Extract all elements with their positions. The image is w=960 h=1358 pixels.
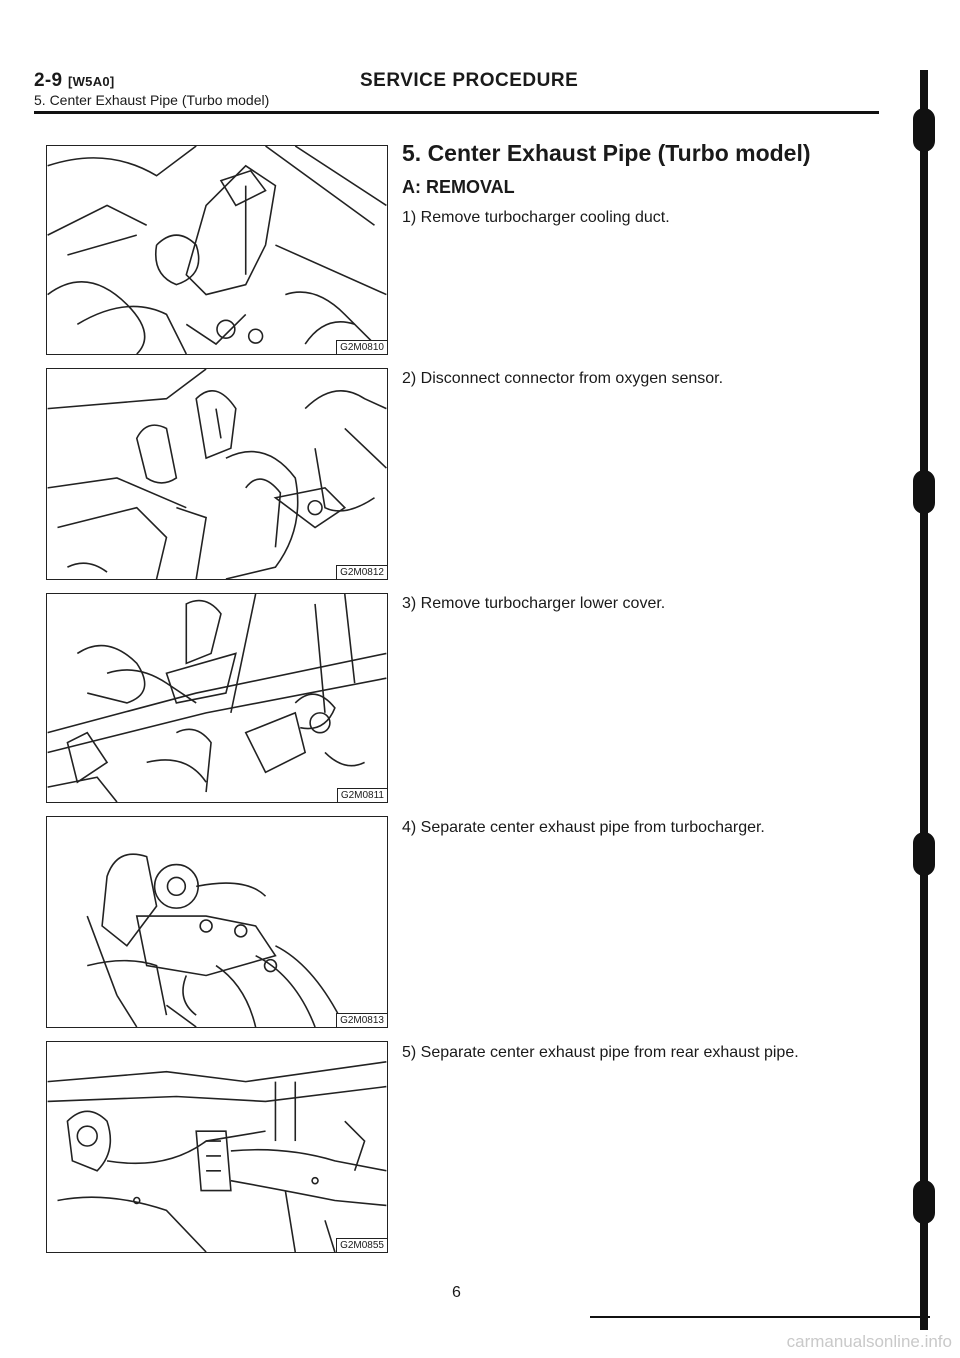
step-5: 5) Separate center exhaust pipe from rea… [402, 1044, 799, 1061]
footer-divider [590, 1316, 930, 1318]
figure-code: G2M0811 [336, 788, 387, 802]
watermark-text: carmanualsonline.info [786, 1332, 952, 1351]
figure-oxygen-sensor: G2M0812 [46, 368, 388, 580]
figure-turbocharger-joint: G2M0813 [46, 816, 388, 1028]
section-title: 5. Center Exhaust Pipe (Turbo model) [402, 140, 811, 166]
illustration-cooling-duct [47, 146, 387, 354]
step-4: 4) Separate center exhaust pipe from tur… [402, 819, 765, 836]
page-code: 2-9 [W5A0] [34, 70, 115, 91]
illustration-oxygen-sensor [47, 369, 387, 579]
section-code: [W5A0] [67, 74, 115, 89]
illustration-turbocharger-joint [86, 853, 346, 1027]
binding-hole [913, 1180, 935, 1224]
figure-lower-cover: G2M0811 [46, 593, 388, 803]
illustration-lower-cover [47, 594, 387, 802]
figure-code: G2M0812 [336, 565, 387, 579]
figure-code: G2M0855 [336, 1238, 387, 1252]
binding-hole [913, 832, 935, 876]
figure-rear-exhaust-joint: G2M0855 [46, 1041, 388, 1253]
figure-code: G2M0810 [336, 340, 387, 354]
section-subtitle: A: REMOVAL [402, 177, 515, 197]
binding-strip [920, 70, 928, 1330]
step-2: 2) Disconnect connector from oxygen sens… [402, 370, 724, 387]
binding-hole [913, 470, 935, 514]
step-1: 1) Remove turbocharger cooling duct. [402, 209, 670, 226]
illustration-rear-exhaust-joint [47, 1061, 387, 1252]
header-title: SERVICE PROCEDURE [360, 70, 579, 91]
page-number: 6 [452, 1284, 461, 1301]
figure-code: G2M0813 [336, 1013, 387, 1027]
step-3: 3) Remove turbocharger lower cover. [402, 595, 666, 612]
header-subtitle: 5. Center Exhaust Pipe (Turbo model) [34, 92, 270, 108]
binding-hole [913, 108, 935, 152]
header-divider [34, 111, 879, 114]
figure-cooling-duct: G2M0810 [46, 145, 388, 355]
